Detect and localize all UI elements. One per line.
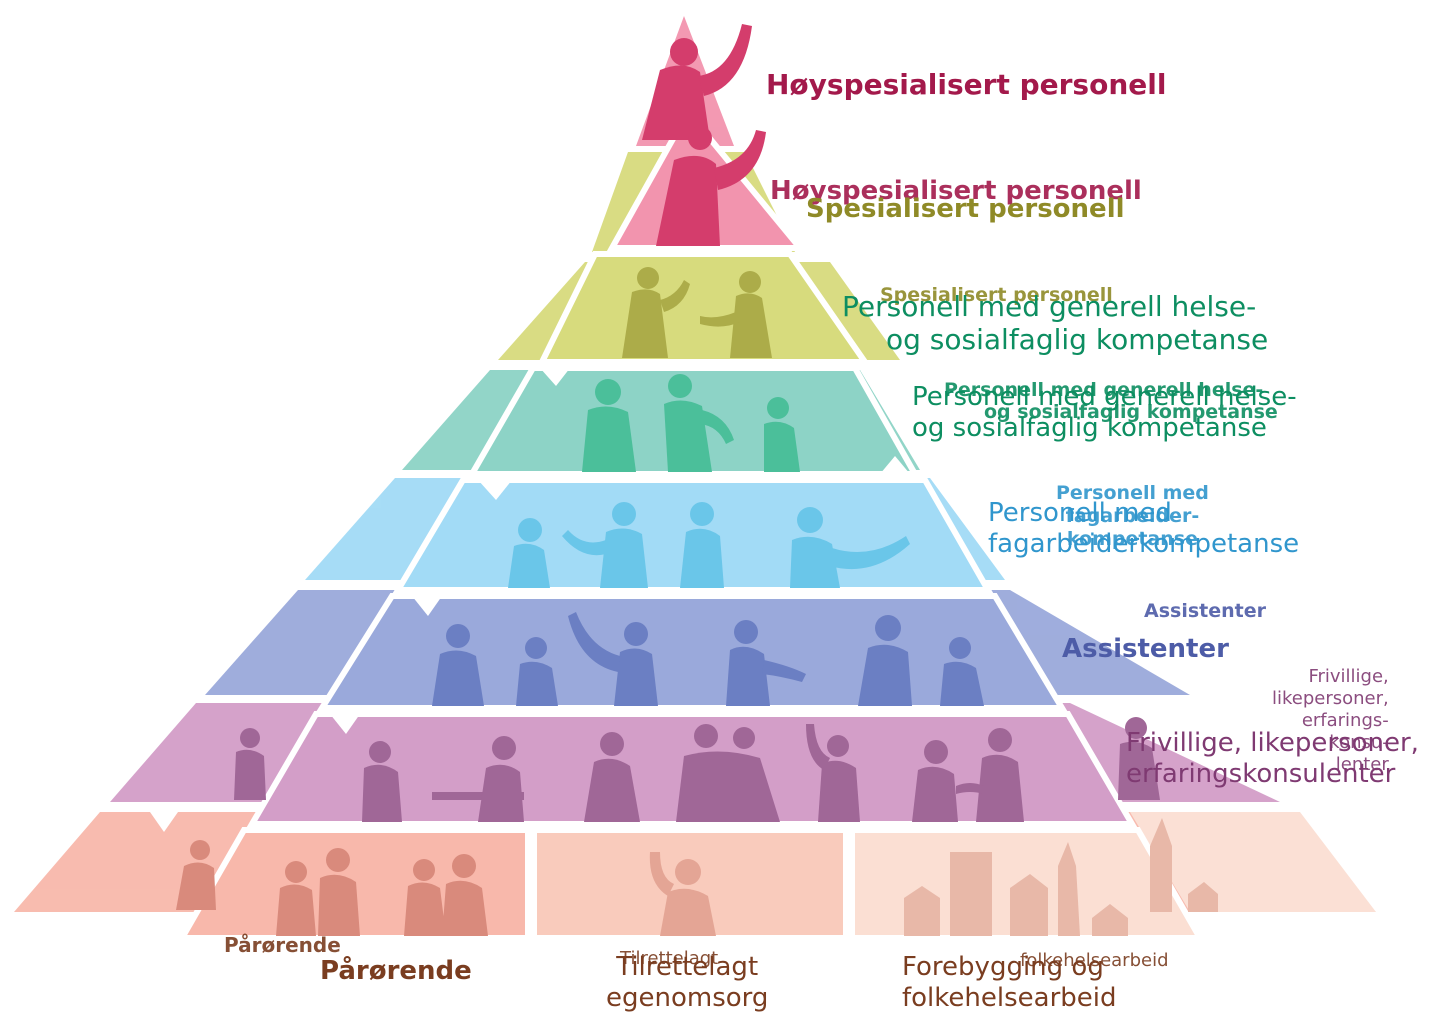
base-left-label: Pårørende [320,956,472,986]
tier2-label: Spesialisert personell [806,194,1125,224]
figure-tier5 [432,612,984,706]
tier4-label: Personell med fagarbeiderkompetanse [988,498,1300,559]
base-mid-echo-label: Tilrettelagt [620,948,719,969]
tier3-band [537,251,871,365]
tier5-echo-label: Assistenter [1144,600,1266,622]
figure-base-mid [649,852,716,936]
tier1-echo-label: Høyspesialisert personell [770,176,1142,206]
base-left-echo-label: Pårørende [224,933,341,957]
tier6-echo-label: Frivillige, likepersoner, erfarings- kon… [1272,666,1389,775]
tier5-label: Assistenter [1062,634,1229,664]
tier1-label: Høyspesialisert personell [766,68,1167,101]
figure-base-right-city [904,818,1218,936]
base-right-label: Forebygging og folkehelsearbeid [902,952,1117,1013]
figure-tier4 [508,502,910,588]
figure-tier6 [234,717,1160,822]
figure-tier1 [642,24,766,246]
tier3-echo-label: Personell med generell helse- og sosialf… [944,379,1278,423]
base-mid-label: Tilrettelagt egenomsorg [606,952,769,1013]
figure-tier3b [582,374,800,472]
figure-tier3 [622,267,772,358]
tier6-label: Frivillige, likepersoner, erfaringskonsu… [1126,728,1419,789]
tier3-echo2-label: Personell med generell helse- og sosialf… [912,382,1297,443]
tier3-label: Personell med generell helse- og sosialf… [842,290,1269,357]
base-right-echo-label: folkehelsearbeid [1020,950,1169,971]
figure-base-left [176,840,488,936]
notch-decorations [150,368,910,832]
tier2-echo-label: Spesialisert personell [880,284,1113,306]
tier4-echo-label: Personell med fagarbeider- kompetanse [1056,482,1209,550]
echo-base-right [1130,812,1376,912]
